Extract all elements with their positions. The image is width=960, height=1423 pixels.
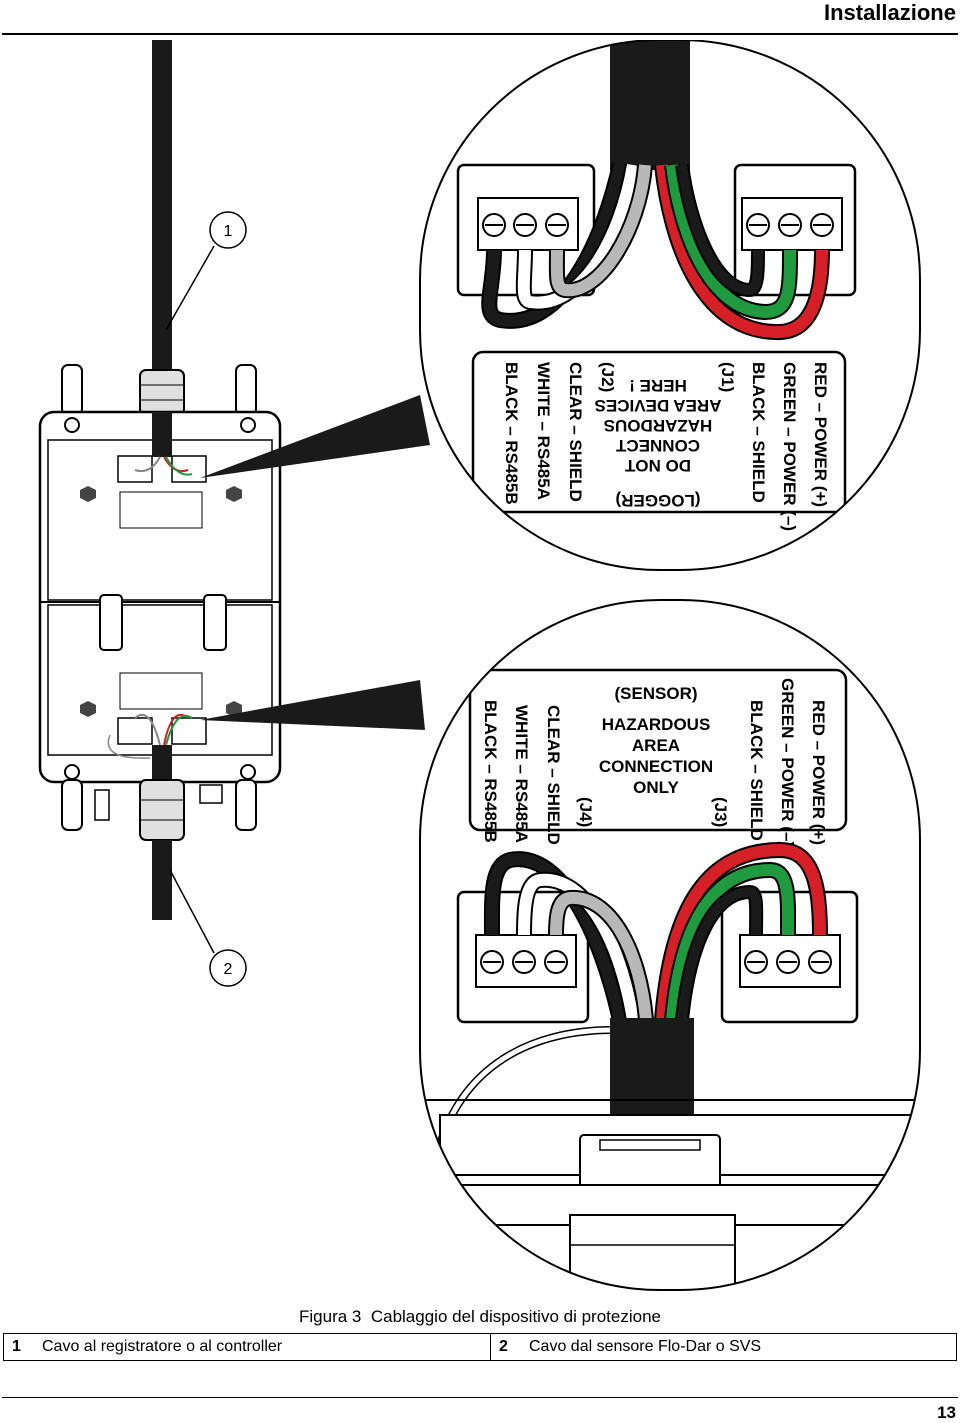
legend-text-1: Cavo al registratore o al controller <box>34 1333 491 1361</box>
sensor-hazard-4: ONLY <box>633 778 679 797</box>
callout-2 <box>209 949 247 987</box>
header-rule <box>2 33 958 35</box>
magnified-logger-view: RED – POWER (+) GREEN – POWER (–) BLACK … <box>420 40 920 570</box>
magnified-sensor-view: RED – POWER (+) GREEN – POWER (–) BLACK … <box>420 600 920 1290</box>
callout-1-label: 1 <box>224 223 233 240</box>
logger-warning-3: HAZARDOUS <box>604 416 713 435</box>
sensor-black-label: BLACK – SHIELD <box>747 700 766 841</box>
caption-text: Cablaggio del dispositivo di protezione <box>370 1307 661 1326</box>
sensor-red-label: RED – POWER (+) <box>809 700 828 845</box>
legend-row: 1 Cavo al registratore o al controller 2… <box>3 1333 957 1361</box>
figure-caption: Figura 3 Cablaggio del dispositivo di pr… <box>0 1307 960 1327</box>
legend-table: 1 Cavo al registratore o al controller 2… <box>3 1333 957 1361</box>
sensor-green-label: GREEN – POWER (–) <box>778 678 797 847</box>
callout-1 <box>209 211 247 249</box>
logger-j1-label: (J1) <box>718 362 737 392</box>
legend-num-2: 2 <box>490 1333 521 1361</box>
logger-title: (LOGGER) <box>616 491 701 510</box>
logger-warning-5: HERE ! <box>629 376 687 395</box>
sensor-white-label: WHITE – RS485A <box>512 705 531 843</box>
logger-black-label: BLACK – SHIELD <box>749 362 768 503</box>
wiring-figure: 1 2 <box>38 40 921 1291</box>
sensor-clear-label: CLEAR – SHIELD <box>544 705 563 845</box>
enclosure <box>38 40 282 920</box>
sensor-hazard-3: CONNECTION <box>599 757 713 776</box>
page-number: 13 <box>937 1403 956 1422</box>
sensor-title: (SENSOR) <box>614 684 697 703</box>
page-header-title: Installazione <box>823 0 956 25</box>
sensor-hazard-2: AREA <box>632 736 680 755</box>
footer-rule <box>2 1397 958 1398</box>
legend-text-2: Cavo dal sensore Flo-Dar o SVS <box>521 1333 957 1361</box>
logger-warning-2: CONNECT <box>615 436 700 455</box>
logger-white-label: WHITE – RS485A <box>534 362 553 500</box>
logger-black-rs485b-label: BLACK – RS485B <box>502 362 521 505</box>
logger-j2-label: (J2) <box>598 362 617 392</box>
legend-num-1: 1 <box>3 1333 34 1361</box>
callout-2-label: 2 <box>224 961 233 978</box>
logger-clear-label: CLEAR – SHIELD <box>566 362 585 502</box>
sensor-j3-label: (J3) <box>711 797 730 827</box>
logger-warning-4: AREA DEVICES <box>595 396 722 415</box>
sensor-hazard-1: HAZARDOUS <box>602 715 711 734</box>
caption-prefix: Figura 3 <box>299 1307 362 1326</box>
sensor-black-rs485b-label: BLACK – RS485B <box>481 700 500 843</box>
logger-green-label: GREEN – POWER (–) <box>780 362 799 531</box>
sensor-j4-label: (J4) <box>576 797 595 827</box>
logger-red-label: RED – POWER (+) <box>811 362 830 507</box>
logger-warning-1: DO NOT <box>624 456 691 475</box>
